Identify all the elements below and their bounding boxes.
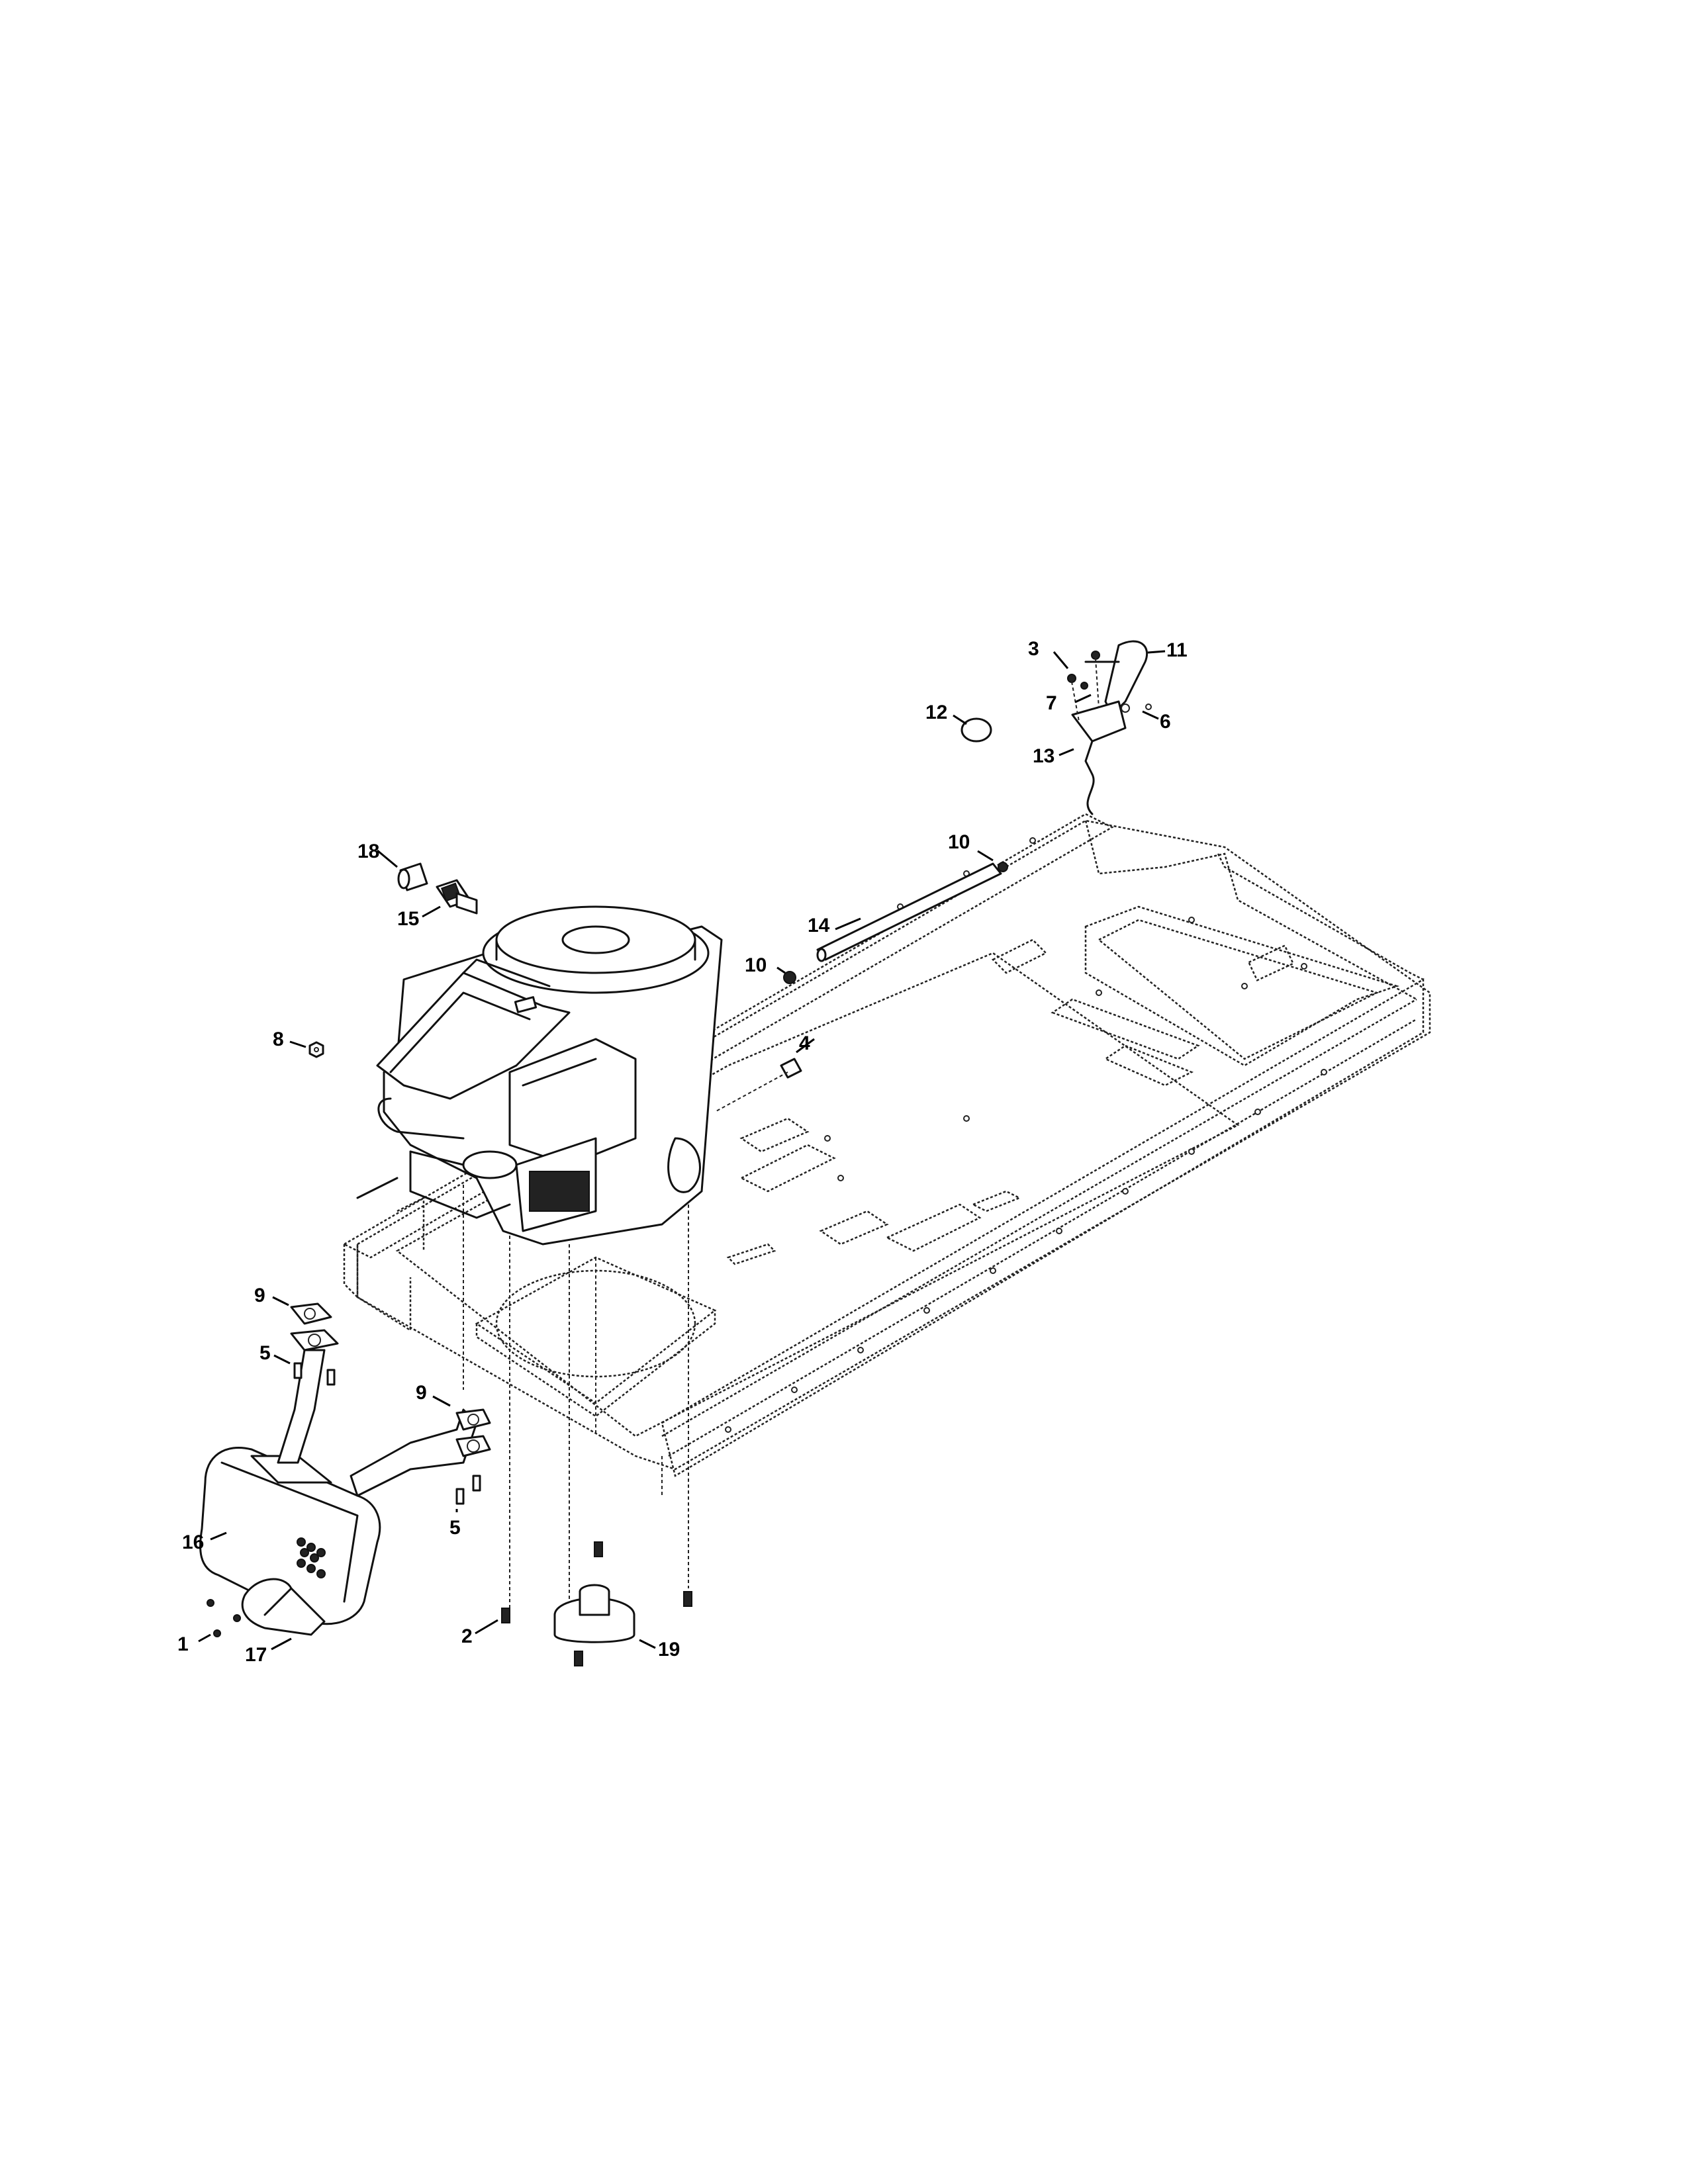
- exhaust-pipe-right: [350, 1408, 478, 1497]
- callout-17: 17: [245, 1644, 267, 1666]
- part-4-bushing: [714, 1058, 802, 1113]
- callout-5b: 5: [449, 1517, 461, 1539]
- exhaust-pipe-left: [277, 1349, 326, 1464]
- callout-2: 2: [461, 1625, 473, 1647]
- part-1-screws: [207, 1599, 241, 1637]
- callout-8: 8: [273, 1028, 284, 1050]
- callout-14: 14: [808, 915, 830, 936]
- part-2-bolts: [501, 1541, 692, 1666]
- part-18-sleeve: [397, 862, 428, 891]
- part-9-gasket-left: [290, 1302, 332, 1325]
- part-5-bolts: [293, 1362, 481, 1505]
- engine: [356, 905, 723, 1390]
- callout-4: 4: [799, 1032, 810, 1054]
- part-12-plug: [961, 717, 992, 743]
- exhaust-flange-right: [455, 1435, 491, 1457]
- part-10-clip-a: [783, 971, 796, 984]
- part-9-gasket-right: [455, 1408, 491, 1431]
- callout-15: 15: [397, 908, 419, 930]
- part-19-pulley: [553, 1584, 635, 1643]
- callout-9a: 9: [254, 1285, 265, 1306]
- part-17-deflector: [241, 1578, 326, 1636]
- part-16-muffler: [199, 1446, 381, 1625]
- callout-18: 18: [357, 841, 379, 862]
- frame-holes: [725, 837, 1327, 1433]
- callout-10a: 10: [745, 954, 767, 976]
- muffler-vent-holes: [297, 1537, 326, 1578]
- callout-19: 19: [658, 1639, 680, 1661]
- callout-10b: 10: [948, 831, 970, 853]
- callout-7: 7: [1046, 692, 1057, 714]
- throttle-lever-assembly: [1067, 640, 1152, 815]
- callout-12: 12: [925, 702, 947, 723]
- callout-1: 1: [177, 1633, 189, 1655]
- callout-5a: 5: [259, 1342, 271, 1364]
- callout-9b: 9: [416, 1382, 427, 1404]
- leader-lines: [198, 650, 1166, 1651]
- part-10-clip-b: [998, 862, 1008, 872]
- part-14-rod: [816, 862, 1002, 962]
- callout-3: 3: [1028, 638, 1039, 660]
- callout-6: 6: [1160, 711, 1171, 733]
- callout-16: 16: [182, 1531, 204, 1553]
- callouts: 1 2 3 4 5 5 6 7 8 9 9 10 10 11 12 13 14 …: [177, 638, 1188, 1666]
- exhaust-flange-left: [290, 1329, 339, 1351]
- callout-13: 13: [1033, 745, 1055, 767]
- part-8-nut: [308, 1041, 324, 1058]
- callout-11: 11: [1166, 639, 1188, 661]
- part-15-fuel-fitting: [436, 879, 478, 915]
- chassis-frame: [342, 813, 1431, 1615]
